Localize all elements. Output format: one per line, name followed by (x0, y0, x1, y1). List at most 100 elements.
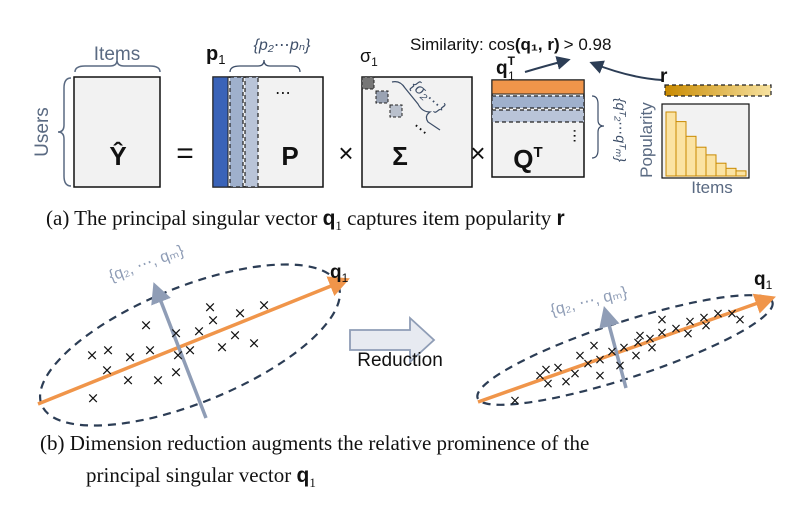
scatter-point: × (204, 298, 217, 316)
q3t-row (491, 109, 585, 123)
scatter-point: × (101, 361, 114, 379)
scatter-point: × (712, 306, 724, 322)
scatter-point: × (258, 296, 271, 314)
panel-a: Items Users Ŷ = p1 {p₂⋯pₙ} ⋯ P × σ1 ⋯ {σ… (32, 35, 772, 197)
sigma-symbol: Σ (392, 141, 408, 171)
caption-b-line2: principal singular vector q1 (86, 463, 316, 491)
histogram-bar (665, 111, 677, 177)
scatter-point: × (540, 362, 552, 378)
scatter-point: × (656, 312, 668, 328)
scatter-point: × (726, 306, 738, 322)
sigma-rest-brace (391, 81, 441, 131)
right-q1-label: q1 (754, 269, 773, 292)
p2-column (229, 76, 244, 188)
y-hat-matrix (73, 76, 161, 188)
p-rest-brace (229, 59, 301, 73)
scatter-point: × (140, 316, 153, 334)
sigma1-cell (361, 76, 375, 90)
histogram-items-label: Items (691, 178, 733, 197)
p1-label: p1 (206, 43, 225, 67)
histogram-bar (675, 121, 687, 177)
items-brace (74, 59, 161, 73)
reduction-arrow (349, 315, 436, 365)
qt-symbol: QT (513, 144, 542, 174)
r-label: r (660, 66, 668, 87)
times-sign-1: × (338, 138, 353, 168)
left-q1-label: q1 (330, 262, 349, 285)
scatter-point: × (144, 341, 157, 359)
scatter-point: × (569, 366, 581, 382)
qt-dots: ⋯ (566, 129, 583, 144)
p-dots: ⋯ (275, 85, 291, 102)
left-scatter-points: ××××××××××××××××××××× (86, 296, 271, 407)
histogram-bar (725, 167, 737, 177)
panel-b: ××××××××××××××××××××× q1 {q₂, ⋯, qₘ} Red… (37, 242, 776, 427)
users-label: Users (32, 107, 53, 157)
left-q1-axis (37, 276, 350, 406)
scatter-point: × (193, 322, 206, 340)
scatter-point: × (509, 393, 521, 409)
similarity-arrow-right (589, 60, 663, 81)
scatter-point: × (614, 358, 626, 374)
scatter-point: × (124, 348, 137, 366)
scatter-point: × (574, 348, 586, 364)
p3-column (244, 76, 259, 188)
q-rest-label: {qᵀ₂⋯qᵀₘ} (613, 98, 629, 162)
sigma1-label: σ1 (360, 46, 378, 69)
scatter-point: × (684, 314, 696, 330)
q2t-row (491, 95, 585, 109)
scatter-point: × (618, 340, 630, 356)
caption-a: (a) The principal singular vector q1 cap… (46, 206, 565, 234)
scatter-point: × (644, 331, 656, 347)
scatter-point: × (122, 371, 135, 389)
r-vector (664, 84, 772, 97)
equals-sign: = (176, 137, 194, 170)
p-rest-label: {p₂⋯pₙ} (254, 37, 312, 54)
histogram-bar (695, 146, 707, 177)
p1-column (212, 76, 229, 188)
scatter-point: × (216, 338, 229, 356)
scatter-point: × (682, 326, 694, 342)
sigma3-cell (389, 104, 403, 118)
similarity-label: Similarity: cos(q₁, r)> 0.98 (410, 35, 611, 54)
scatter-point: × (588, 338, 600, 354)
histogram-bar (705, 154, 717, 177)
scatter-point: × (734, 312, 746, 328)
reduction-label: Reduction (357, 350, 443, 371)
scatter-point: × (542, 376, 554, 392)
scatter-point: × (670, 321, 682, 337)
left-qrest-axis (151, 282, 208, 419)
scatter-point: × (646, 340, 658, 356)
right-scatter-points: ×××××××××××××××××××××××××××××× (509, 306, 746, 409)
scatter-point: × (152, 371, 165, 389)
right-q1-axis (477, 293, 776, 404)
caption-b-line1: (b) Dimension reduction augments the rel… (40, 431, 590, 455)
scatter-point: × (234, 304, 247, 322)
items-label: Items (94, 44, 140, 65)
p-symbol: P (281, 141, 298, 171)
q-rest-brace (591, 95, 605, 159)
times-sign-2: × (470, 138, 485, 168)
scatter-point: × (594, 368, 606, 384)
scatter-point: × (86, 346, 99, 364)
scatter-point: × (634, 328, 646, 344)
scatter-point: × (229, 326, 242, 344)
scatter-point: × (698, 310, 710, 326)
scatter-point: × (606, 344, 618, 360)
scatter-point: × (632, 335, 644, 351)
scatter-point: × (184, 341, 197, 359)
scatter-point: × (170, 324, 183, 342)
users-brace (57, 77, 72, 187)
scatter-point: × (560, 374, 572, 390)
left-qrest-label: {q₂, ⋯, qₘ} (107, 242, 187, 285)
right-qrest-axis (599, 305, 628, 389)
y-hat-symbol: Ŷ (109, 141, 126, 171)
scatter-point: × (700, 318, 712, 334)
sigma2-cell (375, 90, 389, 104)
histogram-bar (735, 170, 747, 177)
popularity-histogram (665, 111, 747, 177)
scatter-point: × (582, 356, 594, 372)
scatter-point: × (172, 346, 185, 364)
